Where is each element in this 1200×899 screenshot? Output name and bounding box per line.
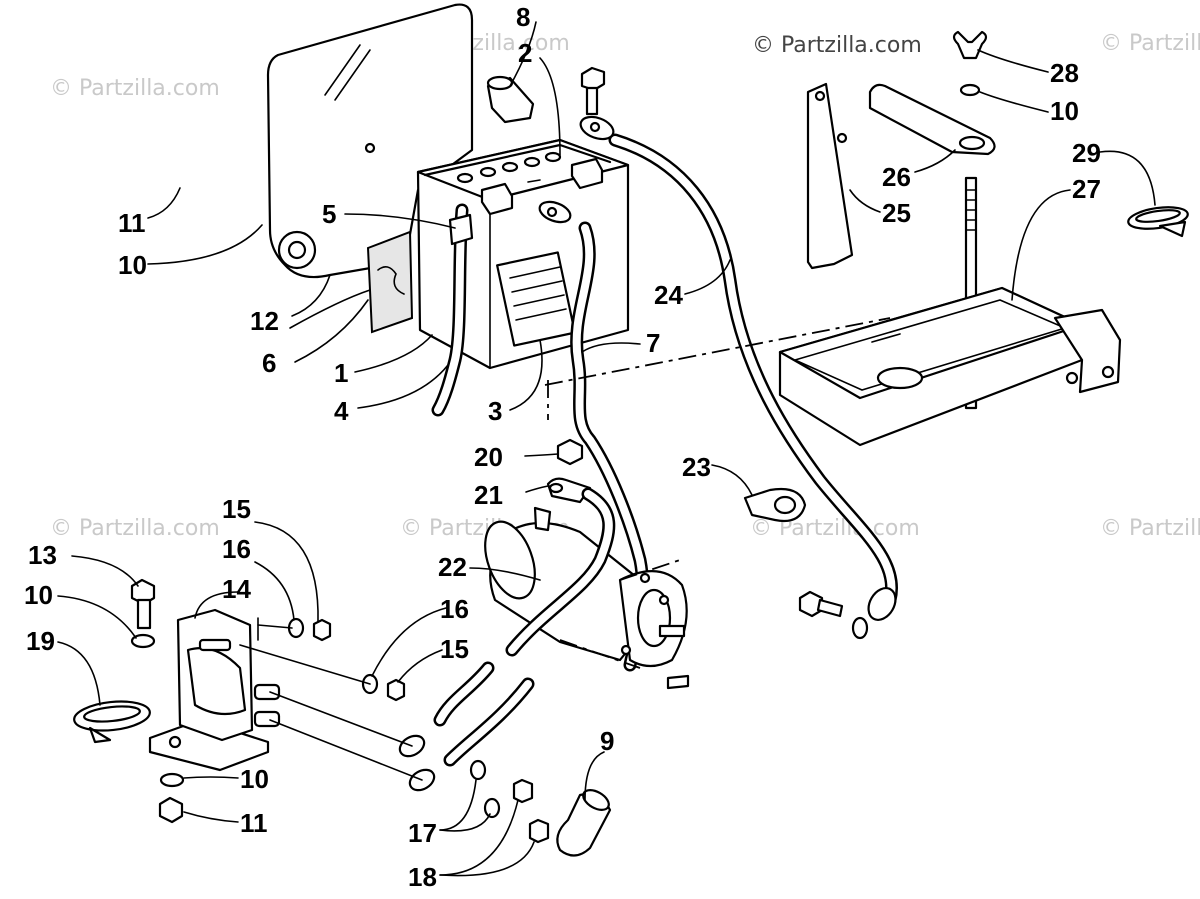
callout-11: 11	[118, 208, 146, 238]
cable-tie-right	[1127, 206, 1189, 238]
starter-jumper-cable	[505, 487, 616, 657]
callout-19: 19	[26, 626, 55, 656]
wing-nut	[952, 30, 988, 97]
callout-labels: 8 2 5 11 10 12 6 1 4 3 7 24 28 10 29 27 …	[24, 2, 1101, 892]
watermark-copyright: © Partzilla.com	[752, 33, 922, 58]
callout-3: 3	[488, 396, 502, 426]
callout-6: 6	[262, 348, 276, 378]
callout-1: 1	[334, 358, 348, 388]
callout-9: 9	[600, 726, 614, 756]
foam-pad	[366, 230, 414, 334]
solenoid-washer-lower	[158, 772, 185, 824]
battery-cover-plate	[266, 3, 474, 279]
negative-ground-cable	[579, 115, 898, 621]
callout-21: 21	[474, 480, 503, 510]
callout-24: 24	[654, 280, 683, 310]
callout-18: 18	[408, 862, 437, 892]
battery-vent-caps	[456, 151, 562, 184]
battery-tray	[778, 286, 1122, 447]
callout-22: 22	[438, 552, 467, 582]
callout-17: 17	[408, 818, 437, 848]
callout-25: 25	[882, 198, 911, 228]
callout-13: 13	[28, 540, 57, 570]
leader-lines	[57, 21, 1156, 877]
starter-solenoid	[148, 608, 281, 772]
solenoid-washer-upper	[130, 633, 156, 649]
callout-23: 23	[682, 452, 711, 482]
callout-10: 10	[1050, 96, 1079, 126]
connection-lines	[239, 617, 423, 781]
callout-26: 26	[882, 162, 911, 192]
callout-29: 29	[1072, 138, 1101, 168]
callout-5: 5	[322, 199, 336, 229]
solenoid-cables	[398, 661, 535, 792]
callout-10: 10	[240, 764, 269, 794]
alignment-line	[544, 317, 891, 386]
callout-20: 20	[474, 442, 503, 472]
callout-7: 7	[646, 328, 660, 358]
callout-2: 2	[518, 38, 532, 68]
hold-down-bracket	[868, 83, 996, 156]
callout-12: 12	[250, 306, 279, 336]
solenoid-terminal-boot	[556, 789, 612, 857]
callout-15: 15	[440, 634, 469, 664]
terminal-bolt	[580, 66, 606, 116]
battery	[416, 138, 630, 370]
callout-16: 16	[440, 594, 469, 624]
watermark-text: © Partzilla.com	[1100, 516, 1200, 541]
solenoid-bolt	[130, 578, 156, 630]
cable-tie-left	[73, 700, 151, 744]
callout-14: 14	[222, 574, 251, 604]
starter-motor	[484, 506, 690, 690]
callout-10: 10	[24, 580, 53, 610]
watermark-text: © Partzilla.com	[50, 76, 220, 101]
callout-4: 4	[334, 396, 349, 426]
watermark-layer: © Partzilla.com © Partzilla.com © Partzi…	[50, 31, 1200, 541]
vent-hose	[431, 203, 474, 417]
callout-16: 16	[222, 534, 251, 564]
watermark-text: © Partzilla.com	[1100, 31, 1200, 56]
callout-15: 15	[222, 494, 251, 524]
battery-hold-down-strap	[806, 82, 854, 270]
hold-down-rod	[964, 176, 978, 410]
callout-8: 8	[516, 2, 530, 32]
ground-bolt	[798, 590, 869, 640]
alignment-line	[559, 559, 681, 669]
callout-27: 27	[1072, 174, 1101, 204]
callout-11: 11	[240, 808, 268, 838]
terminal-boot	[486, 75, 535, 124]
cable-clamp	[743, 487, 807, 523]
watermark-text: © Partzilla.com	[50, 516, 220, 541]
callout-10: 10	[118, 250, 147, 280]
callout-28: 28	[1050, 58, 1079, 88]
